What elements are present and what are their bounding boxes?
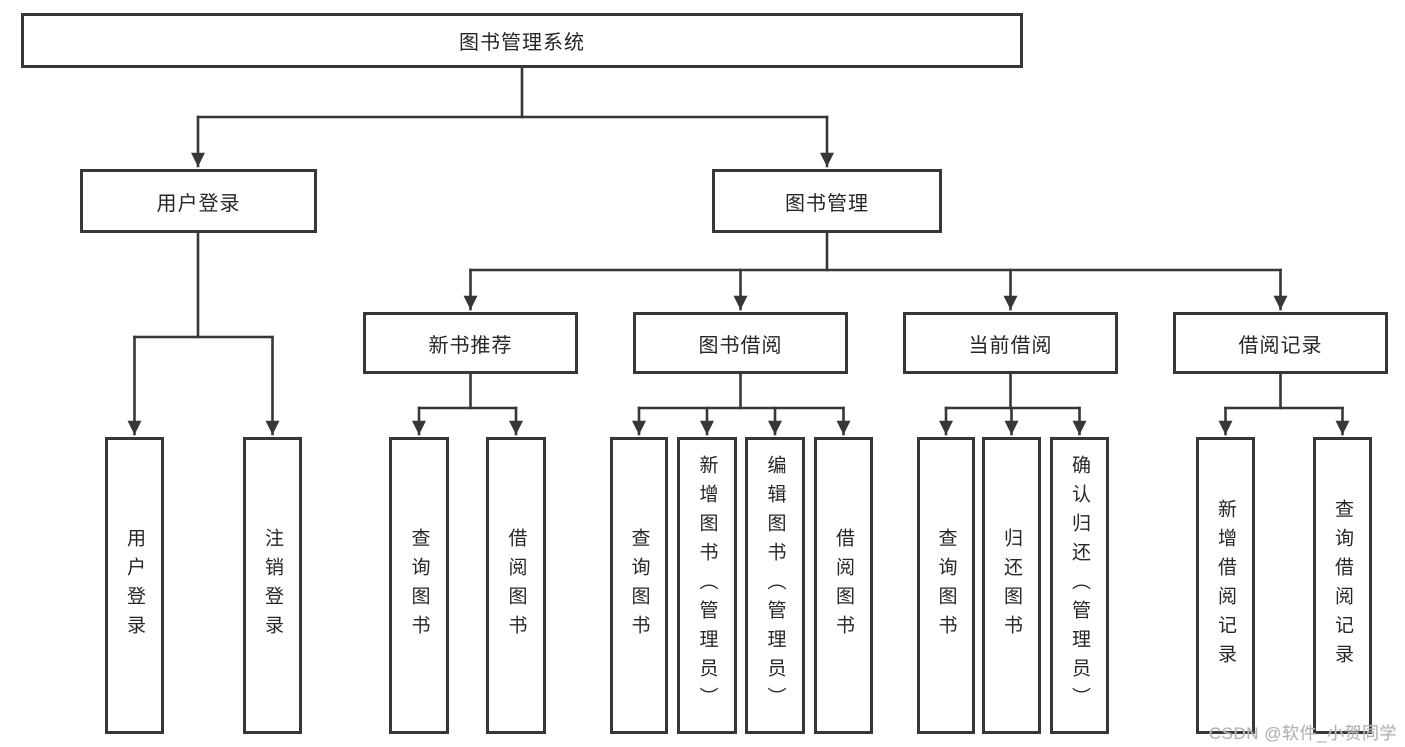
- leaf-edit-book-admin-label: 编辑图书（管理员）: [764, 455, 786, 716]
- leaf-query-borrow-record-label: 查询借阅记录: [1332, 498, 1353, 673]
- node-borrow-records: 借阅记录: [1173, 312, 1388, 374]
- node-book-management: 图书管理: [712, 169, 942, 233]
- node-user-login-label: 用户登录: [156, 192, 241, 215]
- node-book-borrow-label: 图书借阅: [698, 334, 783, 357]
- leaf-user-login-label: 用户登录: [124, 527, 145, 644]
- leaf-query-books-borrow: 查询图书: [610, 437, 668, 734]
- leaf-return-book-label: 归还图书: [1001, 527, 1022, 644]
- leaf-confirm-return-admin: 确认归还（管理员）: [1050, 437, 1109, 734]
- leaf-return-book: 归还图书: [982, 437, 1041, 734]
- leaf-query-borrow-record: 查询借阅记录: [1313, 437, 1372, 734]
- node-new-book-recommend: 新书推荐: [363, 312, 578, 374]
- leaf-query-books-current: 查询图书: [917, 437, 975, 734]
- leaf-add-book-admin: 新增图书（管理员）: [677, 437, 737, 734]
- leaf-logout-label: 注销登录: [262, 527, 283, 644]
- leaf-add-book-admin-label: 新增图书（管理员）: [696, 455, 718, 716]
- node-root: 图书管理系统: [21, 13, 1023, 68]
- node-new-book-recommend-label: 新书推荐: [428, 334, 513, 357]
- leaf-add-borrow-record-label: 新增借阅记录: [1215, 498, 1236, 673]
- node-user-login: 用户登录: [80, 169, 317, 233]
- leaf-borrow-books-recommend-label: 借阅图书: [505, 527, 527, 644]
- leaf-user-login: 用户登录: [105, 437, 164, 734]
- leaf-borrow-books-label: 借阅图书: [833, 527, 854, 644]
- node-current-borrow-label: 当前借阅: [968, 334, 1053, 357]
- node-current-borrow: 当前借阅: [903, 312, 1118, 374]
- leaf-borrow-books: 借阅图书: [814, 437, 873, 734]
- leaf-logout: 注销登录: [243, 437, 302, 734]
- node-book-management-label: 图书管理: [785, 192, 869, 215]
- leaf-edit-book-admin: 编辑图书（管理员）: [745, 437, 805, 734]
- leaf-query-books-recommend-label: 查询图书: [408, 527, 430, 644]
- leaf-query-books-current-label: 查询图书: [935, 527, 957, 644]
- node-root-label: 图书管理系统: [459, 32, 585, 54]
- leaf-query-books-recommend: 查询图书: [389, 437, 449, 734]
- leaf-add-borrow-record: 新增借阅记录: [1196, 437, 1255, 734]
- watermark: CSDN @软件_小贺同学: [1208, 724, 1397, 743]
- leaf-query-books-borrow-label: 查询图书: [628, 527, 650, 644]
- node-book-borrow: 图书借阅: [633, 312, 848, 374]
- leaf-confirm-return-admin-label: 确认归还（管理员）: [1069, 455, 1090, 716]
- leaf-borrow-books-recommend: 借阅图书: [486, 437, 546, 734]
- node-borrow-records-label: 借阅记录: [1238, 334, 1323, 357]
